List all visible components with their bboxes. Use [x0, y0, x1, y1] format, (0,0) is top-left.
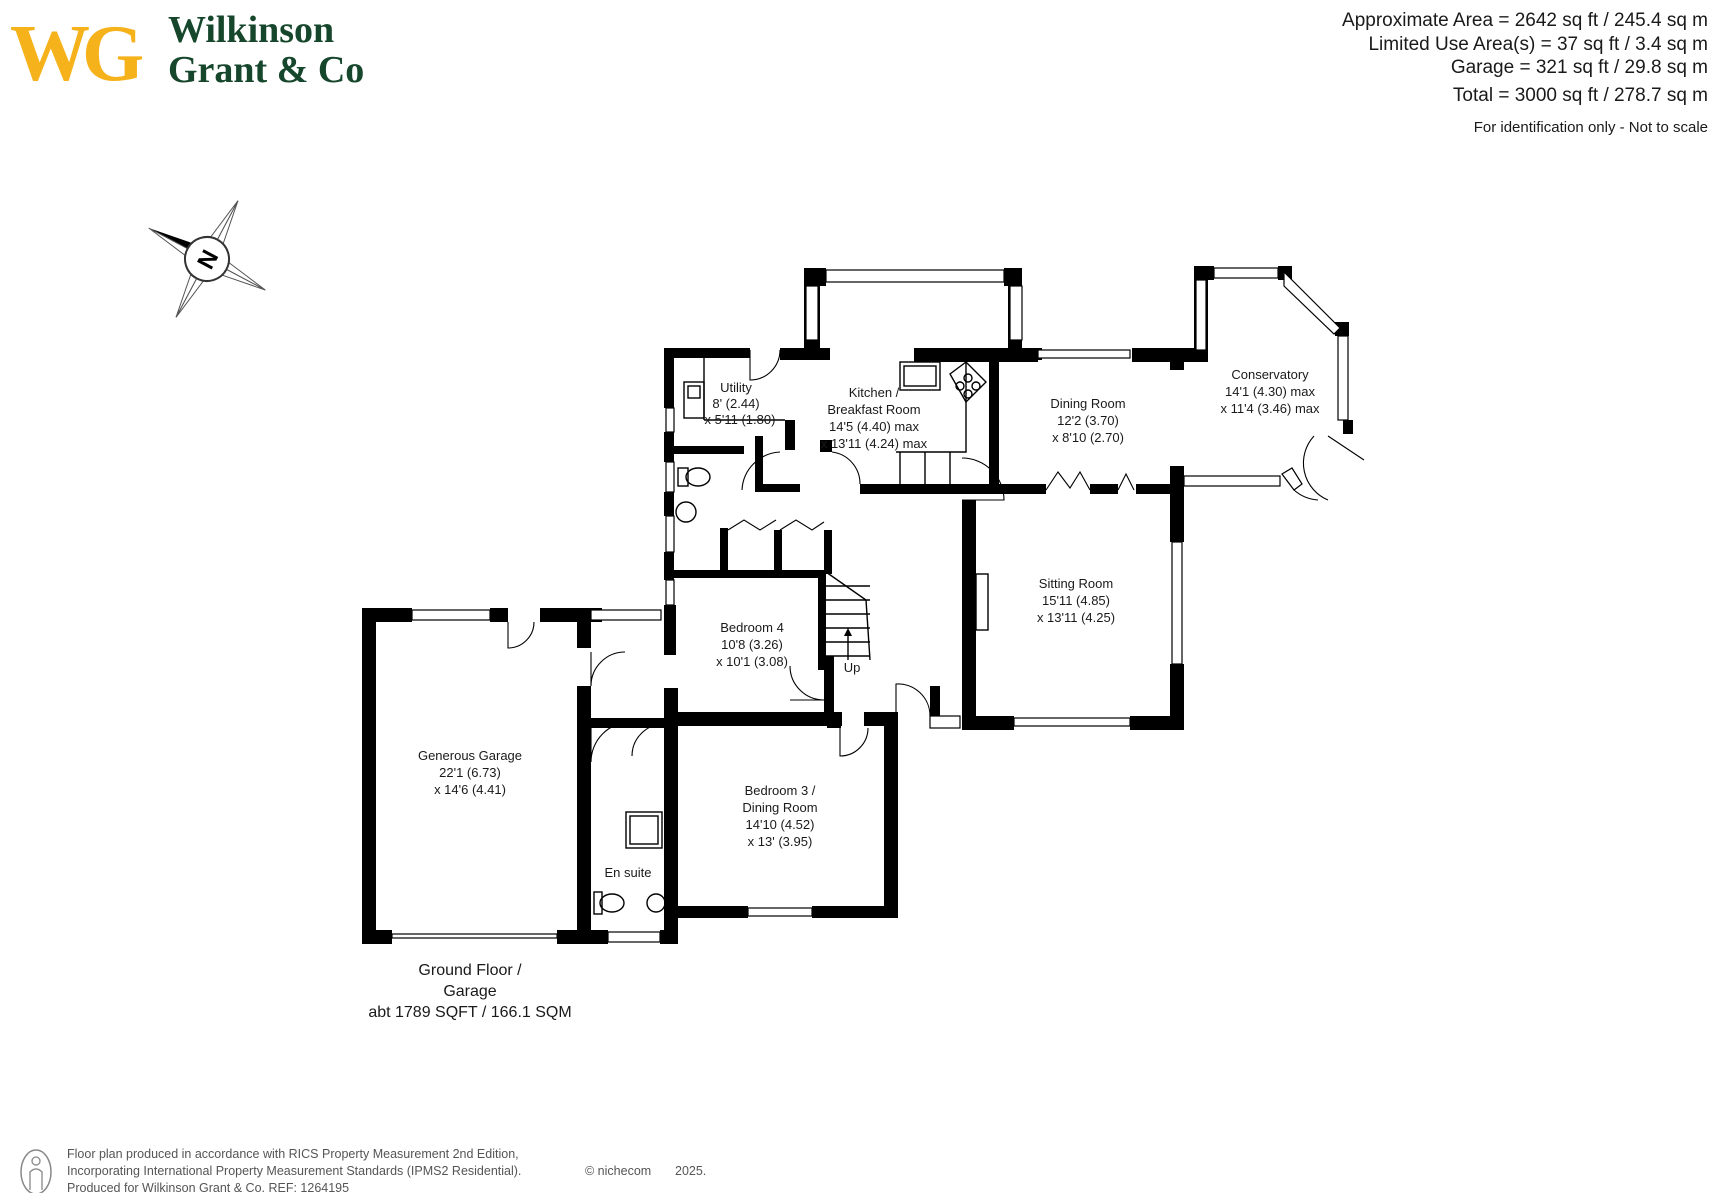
staircase	[825, 571, 871, 661]
footer-line1: Floor plan produced in accordance with R…	[67, 1147, 519, 1161]
fixtures	[593, 358, 989, 915]
limited-use-area: Limited Use Area(s) = 37 sq ft / 3.4 sq …	[1368, 34, 1708, 55]
footer-copyright: © nichecom	[585, 1164, 651, 1178]
svg-text:Ground Floor /: Ground Floor /	[418, 962, 522, 979]
svg-text:14'1 (4.30) max: 14'1 (4.30) max	[1225, 384, 1315, 399]
svg-text:15'11 (4.85): 15'11 (4.85)	[1042, 593, 1110, 608]
floor-caption: Ground Floor / Garage abt 1789 SQFT / 16…	[368, 962, 571, 1021]
windows	[391, 267, 1349, 943]
room-label-dining: Dining Room 12'2 (3.70) x 8'10 (2.70)	[1050, 396, 1125, 445]
disclaimer: For identification only - Not to scale	[1474, 119, 1708, 136]
svg-text:Conservatory: Conservatory	[1231, 367, 1309, 382]
svg-text:Generous Garage: Generous Garage	[418, 748, 522, 763]
svg-text:Breakfast Room: Breakfast Room	[827, 402, 920, 417]
room-label-ensuite: En suite	[605, 865, 652, 880]
svg-text:Utility: Utility	[720, 380, 752, 395]
logo-letters: WG	[10, 10, 143, 98]
svg-text:x 11'4 (3.46) max: x 11'4 (3.46) max	[1220, 401, 1320, 416]
svg-text:10'8 (3.26): 10'8 (3.26)	[721, 637, 783, 652]
doors	[507, 349, 1365, 763]
room-label-garage: Generous Garage 22'1 (6.73) x 14'6 (4.41…	[418, 748, 522, 797]
svg-text:22'1 (6.73): 22'1 (6.73)	[439, 765, 501, 780]
walls	[362, 266, 1353, 944]
svg-text:Bedroom 3 /: Bedroom 3 /	[745, 783, 816, 798]
footer-line2: Incorporating International Property Mea…	[67, 1164, 521, 1178]
svg-text:x 13'11 (4.25): x 13'11 (4.25)	[1037, 610, 1115, 625]
svg-text:14'10 (4.52): 14'10 (4.52)	[746, 817, 815, 832]
company-logo: WG Wilkinson Grant & Co	[10, 9, 364, 98]
svg-text:Sitting Room: Sitting Room	[1039, 576, 1113, 591]
svg-text:x 10'1 (3.08): x 10'1 (3.08)	[716, 654, 788, 669]
room-label-bedroom4: Bedroom 4 10'8 (3.26) x 10'1 (3.08)	[716, 620, 788, 669]
person-icon	[20, 1149, 52, 1193]
total-area: Total = 3000 sq ft / 278.7 sq m	[1453, 85, 1708, 106]
svg-text:14'5 (4.40) max: 14'5 (4.40) max	[829, 419, 919, 434]
footer-year: 2025.	[675, 1164, 706, 1178]
logo-name-line2: Grant & Co	[168, 49, 364, 91]
svg-text:Bedroom 4: Bedroom 4	[720, 620, 784, 635]
svg-text:x 13' (3.95): x 13' (3.95)	[748, 834, 813, 849]
approximate-area: Approximate Area = 2642 sq ft / 245.4 sq…	[1342, 10, 1708, 31]
room-label-bedroom3: Bedroom 3 / Dining Room 14'10 (4.52) x 1…	[742, 783, 817, 849]
logo-name-line1: Wilkinson	[168, 9, 334, 51]
room-label-utility: Utility 8' (2.44) x 5'11 (1.80)	[705, 380, 776, 427]
svg-text:Dining Room: Dining Room	[1050, 396, 1125, 411]
room-label-conservatory: Conservatory 14'1 (4.30) max x 11'4 (3.4…	[1220, 367, 1320, 416]
room-label-sitting: Sitting Room 15'11 (4.85) x 13'11 (4.25)	[1037, 576, 1115, 625]
stairs-up-label: Up	[844, 660, 861, 675]
compass-rose-icon	[148, 200, 266, 318]
svg-text:Dining Room: Dining Room	[742, 800, 817, 815]
svg-text:x 8'10 (2.70): x 8'10 (2.70)	[1052, 430, 1124, 445]
svg-text:abt 1789 SQFT / 166.1 SQM: abt 1789 SQFT / 166.1 SQM	[368, 1004, 571, 1021]
svg-text:x 14'6 (4.41): x 14'6 (4.41)	[434, 782, 506, 797]
svg-text:x 5'11 (1.80): x 5'11 (1.80)	[705, 412, 776, 427]
svg-text:Garage: Garage	[443, 983, 496, 1000]
area-summary: Approximate Area = 2642 sq ft / 245.4 sq…	[1342, 10, 1708, 136]
footer-line3: Produced for Wilkinson Grant & Co. REF: …	[67, 1181, 349, 1193]
svg-text:8' (2.44): 8' (2.44)	[712, 396, 759, 411]
svg-text:x 13'11 (4.24) max: x 13'11 (4.24) max	[821, 436, 928, 451]
garage-area: Garage = 321 sq ft / 29.8 sq m	[1451, 57, 1708, 78]
room-label-kitchen: Kitchen / Breakfast Room 14'5 (4.40) max…	[821, 385, 928, 451]
svg-text:12'2 (3.70): 12'2 (3.70)	[1057, 413, 1119, 428]
svg-text:Kitchen /: Kitchen /	[849, 385, 900, 400]
